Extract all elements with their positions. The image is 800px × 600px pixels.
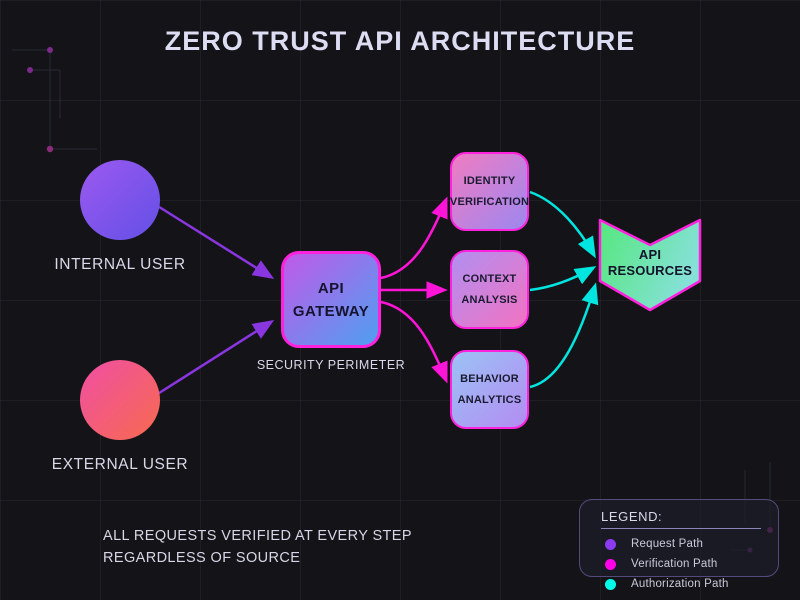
footnote-line2: REGARDLESS OF SOURCE [103,550,301,566]
circuit-dot [47,47,53,53]
api-resources-shape [598,218,702,312]
legend-title: LEGEND: [601,509,663,524]
legend-item-label: Verification Path [631,558,718,570]
legend-item-authorization-path: Authorization Path [605,574,778,594]
internal-user-node [80,160,160,240]
api-gateway-node: API GATEWAY [281,251,381,348]
api-resources-line2: RESOURCES [607,263,693,278]
legend-item-label: Authorization Path [631,578,729,590]
context-analysis-node: CONTEXT ANALYSIS [450,250,529,329]
authorization-path-behavior [529,282,599,389]
legend-underline [601,528,761,529]
api-gateway-label-line1: API [317,279,345,297]
identity-verification-line2: VERIFICATION [449,195,530,208]
request-path-internal [155,203,275,279]
verification-path-identity [380,196,448,280]
authorization-path-dot-icon [605,578,616,590]
identity-verification-line1: IDENTITY [463,174,516,187]
request-path-external [155,319,275,397]
authorization-path-identity [529,190,596,259]
circuit-dot [46,145,54,153]
verification-path-dot-icon [605,558,616,570]
legend-rows: Request Path Verification Path Authoriza… [580,534,778,594]
legend-item-verification-path: Verification Path [605,554,778,574]
behavior-analytics-line1: BEHAVIOR [460,372,519,385]
context-analysis-line2: ANALYSIS [461,293,518,306]
authorization-path-context [529,266,597,292]
security-perimeter-label: SECURITY PERIMETER [256,358,406,372]
api-resources-label: API RESOURCES [600,247,700,279]
circuit-trace [12,49,97,150]
external-user-label: EXTERNAL USER [51,456,189,473]
circuit-decoration-top-left [12,49,97,150]
behavior-analytics-line2: ANALYTICS [457,393,522,406]
api-resources-line1: API [638,247,662,262]
api-gateway-label-line2: GATEWAY [292,302,370,320]
circuit-dot [27,67,33,73]
diagram-title: ZERO TRUST API ARCHITECTURE [164,26,636,56]
legend-item-label: Request Path [631,538,704,550]
verification-path-behavior [380,300,448,384]
context-analysis-line1: CONTEXT [462,272,517,285]
external-user-node [80,360,160,440]
internal-user-label: INTERNAL USER [54,256,186,273]
identity-verification-node: IDENTITY VERIFICATION [450,152,529,231]
behavior-analytics-node: BEHAVIOR ANALYTICS [450,350,529,429]
legend-item-request-path: Request Path [605,534,778,554]
legend-panel: LEGEND: Request Path Verification Path A… [579,499,779,590]
footnote: ALL REQUESTS VERIFIED AT EVERY STEP REGA… [103,525,412,569]
footnote-line1: ALL REQUESTS VERIFIED AT EVERY STEP [103,528,412,544]
request-path-dot-icon [605,538,616,550]
